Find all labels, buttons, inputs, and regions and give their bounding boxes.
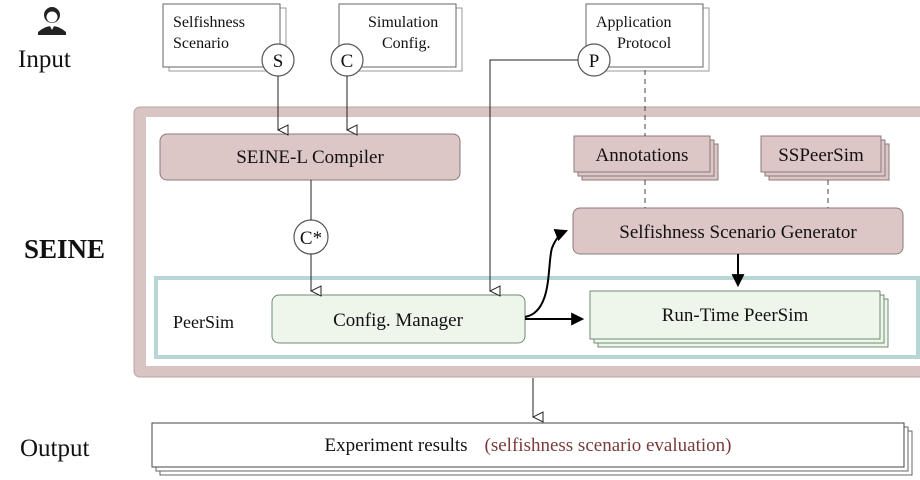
runtime-peersim-box: Run-Time PeerSim [589, 290, 889, 348]
selfishness-scenario-line2: Scenario [173, 35, 229, 52]
application-protocol-document: Application Protocol [585, 3, 710, 72]
output-label: Output [20, 435, 90, 462]
badge-c-label: C [341, 51, 354, 72]
badge-cstar-label: C* [300, 228, 322, 249]
badge-s-label: S [273, 51, 284, 72]
sspeersim-box: SSPeerSim [760, 135, 890, 181]
evaluation-note: (selfishness scenario evaluation) [485, 435, 732, 456]
sspeersim-label: SSPeerSim [778, 145, 864, 166]
config-manager-label: Config. Manager [333, 310, 463, 331]
input-label: Input [18, 46, 71, 73]
user-icon [38, 7, 66, 35]
badge-p: P [577, 43, 611, 77]
arrow-p-to-config-manager [490, 59, 578, 291]
config-manager-box: Config. Manager [271, 294, 526, 344]
badge-c: C [330, 43, 364, 77]
selfishness-scenario-generator-box: Selfishness Scenario Generator [572, 207, 904, 255]
selfishness-scenario-generator-label: Selfishness Scenario Generator [619, 222, 857, 243]
badge-s: S [261, 43, 295, 77]
experiment-results-box: Experiment results (selfishness scenario … [151, 422, 913, 476]
arrow-config-manager-to-generator [524, 228, 569, 318]
simulation-config-line1: Simulation [368, 14, 438, 31]
simulation-config-line2: Config. [382, 35, 430, 52]
seine-l-compiler-box: SEINE-L Compiler [159, 133, 461, 181]
experiment-results-label: Experiment results [325, 435, 468, 456]
seine-label: SEINE [24, 234, 105, 264]
badge-cstar: C* [293, 219, 329, 255]
badge-p-label: P [589, 51, 600, 72]
selfishness-scenario-line1: Selfishness [173, 14, 245, 31]
application-protocol-line1: Application [596, 14, 672, 31]
application-protocol-line2: Protocol [617, 35, 672, 52]
experiment-results-text: Experiment results (selfishness scenario … [325, 435, 732, 456]
seine-l-compiler-label: SEINE-L Compiler [236, 147, 384, 168]
peersim-label: PeerSim [173, 312, 234, 332]
annotations-box: Annotations [573, 135, 719, 181]
annotations-label: Annotations [596, 145, 689, 166]
runtime-peersim-label: Run-Time PeerSim [662, 305, 809, 326]
